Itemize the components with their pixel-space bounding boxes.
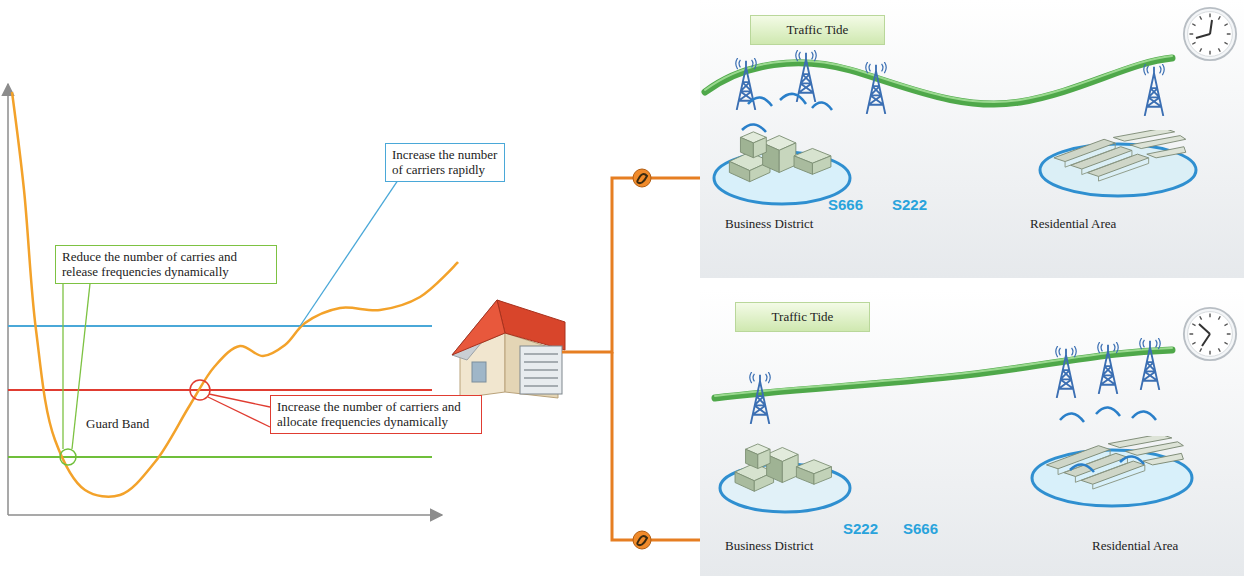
traffic-wave — [705, 58, 1172, 104]
callout-box: Increase the number of carriers and allo… — [270, 395, 482, 434]
cell-tower — [1056, 346, 1076, 398]
area-label: Business District — [725, 538, 813, 554]
tide-title: Traffic Tide — [787, 22, 849, 38]
green-threshold — [8, 456, 432, 458]
house-roof — [497, 300, 565, 350]
callout-text: Reduce the number of carries and release… — [62, 249, 270, 280]
top-scene — [700, 0, 1244, 278]
cell-tower — [736, 58, 756, 110]
scene-panel: Business District S666 S222Residential Are… — [700, 0, 1244, 278]
clock-icon — [1184, 308, 1236, 360]
leader-line — [209, 394, 270, 407]
cell-tower — [866, 62, 886, 114]
user-traffic — [1060, 407, 1156, 472]
clock-hands — [1199, 324, 1210, 346]
callout-text: Increase the number of carriers rapidly — [392, 147, 498, 178]
callout-box: Reduce the number of carries and release… — [55, 245, 277, 284]
link-icon — [637, 536, 647, 545]
y-axis — [7, 84, 9, 515]
bottom-scene — [700, 290, 1244, 576]
site-id: S222 — [843, 520, 878, 537]
blue-threshold — [8, 325, 432, 327]
red-threshold — [8, 389, 432, 391]
cell-tower — [1140, 338, 1160, 390]
cell-tower — [796, 50, 816, 102]
chart-axes — [8, 84, 442, 515]
callout-box: Increase the number of carriers rapidly — [385, 143, 505, 182]
scene-panel: Business District S222 S666Residential Are… — [700, 290, 1244, 576]
x-axis — [8, 514, 442, 516]
area-label: Residential Area — [1030, 216, 1116, 232]
site-id: S666 — [828, 196, 863, 213]
user-traffic — [742, 94, 832, 132]
link-icon — [633, 531, 651, 549]
cell-tower — [750, 372, 770, 424]
cell-tower — [1098, 342, 1118, 394]
server-rack — [520, 346, 562, 394]
leader-line — [208, 397, 270, 427]
residential-buildings — [1054, 128, 1186, 181]
residential-buildings — [1046, 434, 1183, 489]
crossing-marker — [190, 380, 210, 400]
business-buildings — [729, 132, 831, 182]
scene-ground — [700, 0, 1244, 278]
house-window — [472, 362, 486, 382]
site-id: S666 — [903, 520, 938, 537]
clock-hands — [1196, 20, 1212, 38]
cell-tower — [1144, 64, 1164, 116]
area-label: Business District — [725, 216, 813, 232]
server-slot — [524, 354, 558, 386]
guard-band-label: Guard Band — [86, 416, 149, 432]
house-roof — [452, 300, 505, 355]
threshold-lines — [8, 326, 432, 457]
area-label: Residential Area — [1092, 538, 1178, 554]
site-id: S222 — [892, 196, 927, 213]
business-buildings — [735, 444, 831, 491]
backhaul-wire — [562, 178, 700, 352]
backhaul-wires — [562, 169, 700, 549]
clock-icon — [1184, 8, 1236, 60]
scene-ground — [700, 290, 1244, 576]
controller-house — [452, 300, 565, 398]
link-icon — [637, 174, 647, 183]
leader-line — [300, 182, 397, 326]
traffic-wave — [705, 56, 1172, 102]
backhaul-wire — [612, 352, 700, 540]
callout-text: Increase the number of carriers and allo… — [277, 399, 475, 430]
tide-tag: Traffic Tide — [735, 302, 870, 332]
link-icon — [633, 169, 651, 187]
tide-title: Traffic Tide — [772, 309, 834, 325]
leader-line — [62, 284, 63, 449]
guard-band-marker — [60, 449, 76, 465]
tide-tag: Traffic Tide — [750, 15, 885, 45]
